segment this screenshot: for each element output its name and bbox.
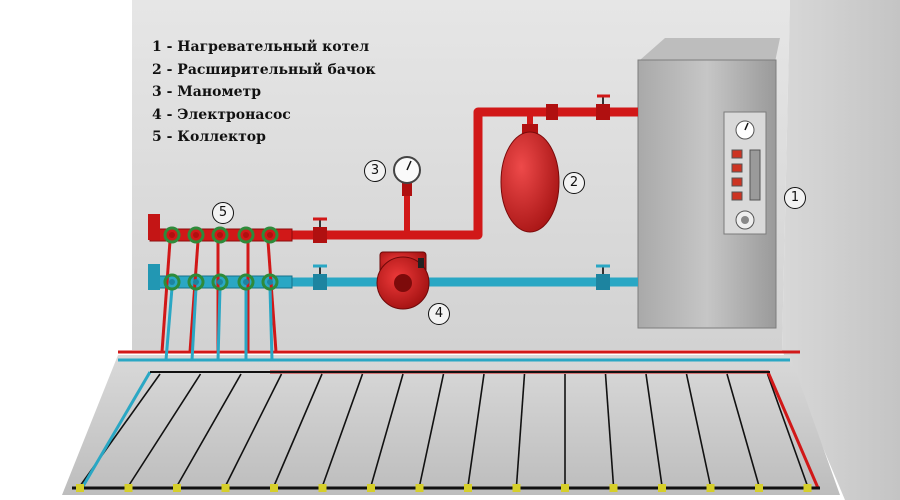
valve-icon xyxy=(596,264,610,290)
collector-supply-outlet xyxy=(188,240,200,353)
floor-tube xyxy=(726,373,760,487)
back-wall xyxy=(132,0,790,350)
floor-tube xyxy=(604,373,615,487)
floor-tube xyxy=(370,373,404,487)
collector-valve-core xyxy=(169,232,175,238)
floor-tube xyxy=(127,373,202,487)
supply-manifold-cap xyxy=(148,214,160,240)
collector-valve-icon xyxy=(163,226,181,244)
legend-item-pump: 4 - Электронасос xyxy=(152,106,291,123)
floor-tube-joint xyxy=(609,484,618,492)
floor-tube xyxy=(467,373,485,487)
floor-tube-joints xyxy=(76,484,812,492)
collector-valve-icon xyxy=(237,226,255,244)
floor-tube xyxy=(418,373,445,487)
boiler-knob-icon xyxy=(741,216,749,224)
legend-item-boiler: 1 - Нагревательный котел xyxy=(152,39,370,55)
valve-icon xyxy=(313,217,327,243)
floor-tube-joint xyxy=(221,484,230,492)
floor-tube-joint xyxy=(367,484,375,492)
legend-item-collector: 5 - Коллектор xyxy=(152,129,266,145)
boiler-top xyxy=(640,38,780,62)
circulation-pump-icon xyxy=(376,251,430,310)
floor-tube xyxy=(685,373,712,487)
collector-return-outlet xyxy=(190,287,198,361)
callout-expansion-tank: 2 xyxy=(563,172,585,194)
boiler-indicator xyxy=(731,163,743,173)
collector-supply-outlet xyxy=(266,240,278,353)
floor-tube-joint xyxy=(658,484,666,492)
collector-supply-outlet xyxy=(160,240,172,353)
boiler xyxy=(637,38,780,329)
expansion-tank-icon xyxy=(500,124,560,233)
legend-item-expansion-tank: 2 - Расширительный бачок xyxy=(152,61,376,78)
collector xyxy=(148,214,293,361)
collector-valve-core xyxy=(217,279,223,285)
boiler-indicator xyxy=(731,149,743,159)
floor-tube-joint xyxy=(173,484,181,492)
floor-tube-joint xyxy=(464,484,472,492)
collector-valve-core xyxy=(193,232,199,238)
floor-tube xyxy=(515,373,526,487)
collector-valve-icon xyxy=(187,273,205,291)
valve-icon xyxy=(596,94,610,120)
collector-valve-icon xyxy=(261,273,279,291)
boiler-indicator xyxy=(731,191,743,201)
floor-tube xyxy=(645,373,663,487)
collector-return-outlet xyxy=(164,287,174,361)
collector-valve-icon xyxy=(187,226,205,244)
collector-valve-core xyxy=(193,279,199,285)
collector-valve-icon xyxy=(261,226,279,244)
floor-heating-loops xyxy=(79,373,809,487)
return-manifold-cap xyxy=(148,264,160,290)
floor-tube-joint xyxy=(76,484,84,492)
valve-icon xyxy=(546,104,558,120)
boiler-switch xyxy=(749,149,761,201)
floor-tube-joint xyxy=(270,484,278,492)
floor-tube xyxy=(766,373,809,487)
boiler-gauge-needle xyxy=(744,122,749,131)
collector-valve-icon xyxy=(237,273,255,291)
collector-valve-core xyxy=(267,232,273,238)
collector-valve-core xyxy=(169,279,175,285)
floor-tube-joint xyxy=(318,484,327,492)
pressure-gauge-icon xyxy=(393,156,421,196)
collector-valve-icon xyxy=(211,226,229,244)
floor-tube xyxy=(224,373,283,487)
callout-manometer: 3 xyxy=(364,160,386,182)
floor-tube-joint xyxy=(803,484,812,492)
legend-item-manometer: 3 - Манометр xyxy=(152,84,261,100)
collector-valve-icon xyxy=(211,273,229,291)
floor-tube xyxy=(321,373,364,487)
left-edge xyxy=(0,0,132,500)
floor-tube-joint xyxy=(124,484,133,492)
collector-return-outlet xyxy=(216,287,222,361)
callout-pump: 4 xyxy=(428,303,450,325)
floor-tube-joint xyxy=(755,484,763,492)
legend: 1 - Нагревательный котел 2 - Расширитель… xyxy=(152,36,376,149)
collector-valve-core xyxy=(217,232,223,238)
floor-return-edge xyxy=(80,371,152,489)
floor-tube-joint xyxy=(561,484,569,492)
valve-icon xyxy=(313,264,327,290)
collector-return-outlet xyxy=(268,287,274,361)
collector-valve-core xyxy=(243,279,249,285)
floor-tube xyxy=(176,373,242,487)
callout-boiler: 1 xyxy=(784,187,806,209)
floor-tube-joint xyxy=(415,484,424,492)
collector-valve-core xyxy=(243,232,249,238)
callout-collector: 5 xyxy=(212,202,234,224)
floor-tube-joint xyxy=(706,484,715,492)
boiler-indicator xyxy=(731,177,743,187)
floor-tube xyxy=(273,373,323,487)
collector-valve-core xyxy=(267,279,273,285)
right-wall xyxy=(782,0,900,500)
floor xyxy=(62,355,840,495)
collector-valve-icon xyxy=(163,273,181,291)
floor-tube-joint xyxy=(512,484,521,492)
